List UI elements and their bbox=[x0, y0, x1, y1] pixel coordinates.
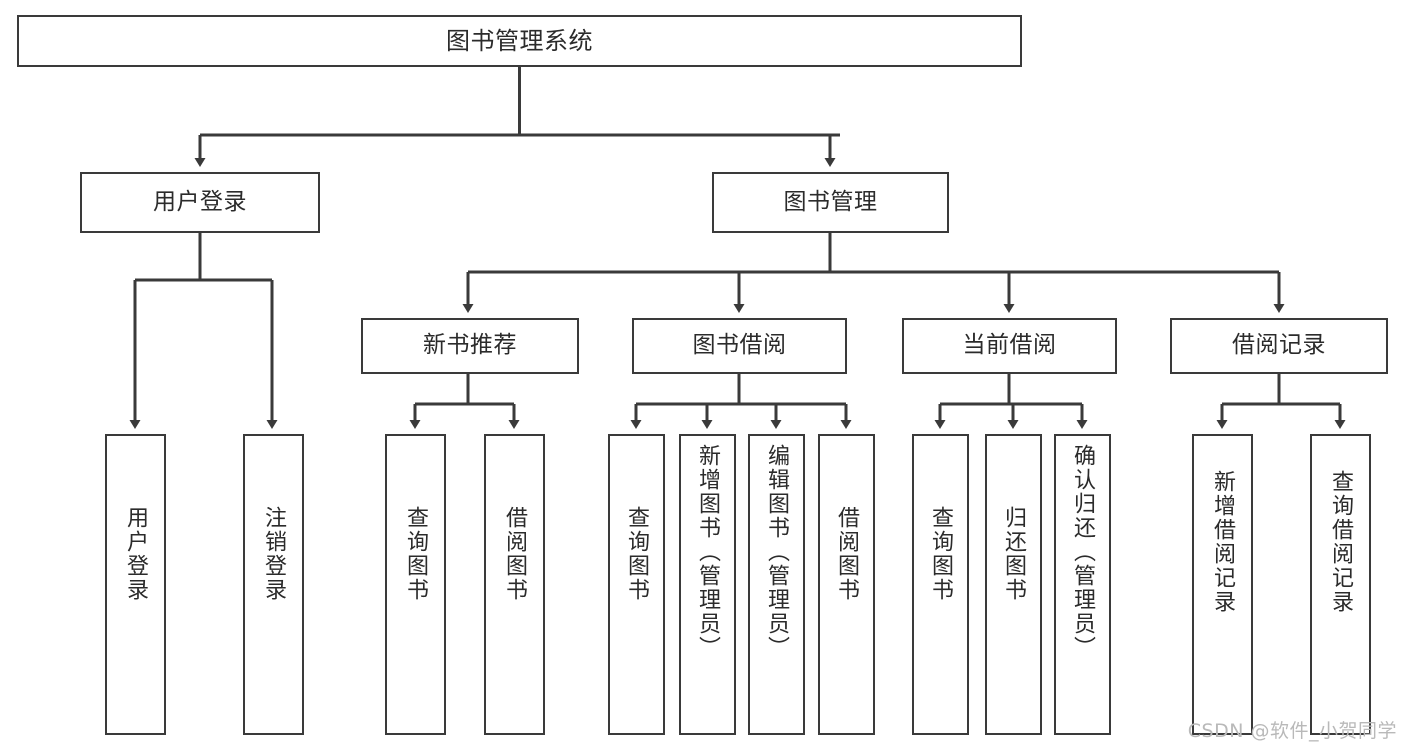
node-root-label: 图书管理系统 bbox=[446, 26, 593, 55]
node-user-login-label: 用户登录 bbox=[153, 188, 247, 215]
node-current-borrow[interactable]: 当前借阅 bbox=[902, 318, 1117, 374]
node-borrow-record-label: 借阅记录 bbox=[1232, 332, 1326, 359]
leaf-logout[interactable]: 注销登录 bbox=[243, 434, 304, 735]
leaf-add-book-label: 新增图书（管理员） bbox=[695, 444, 721, 660]
leaf-confirm-return[interactable]: 确认归还（管理员） bbox=[1054, 434, 1111, 735]
leaf-query-record[interactable]: 查询借阅记录 bbox=[1310, 434, 1371, 735]
leaf-add-record-label: 新增借阅记录 bbox=[1210, 470, 1236, 614]
leaf-add-record[interactable]: 新增借阅记录 bbox=[1192, 434, 1253, 735]
csdn-watermark: CSDN @软件_小贺同学 bbox=[1187, 720, 1397, 742]
leaf-query-book-2[interactable]: 查询图书 bbox=[608, 434, 665, 735]
leaf-borrow-book-1[interactable]: 借阅图书 bbox=[484, 434, 545, 735]
node-new-book-recommend[interactable]: 新书推荐 bbox=[361, 318, 579, 374]
leaf-return-book[interactable]: 归还图书 bbox=[985, 434, 1042, 735]
node-root[interactable]: 图书管理系统 bbox=[17, 15, 1022, 67]
leaf-return-book-label: 归还图书 bbox=[1001, 506, 1027, 602]
leaf-borrow-book-1-label: 借阅图书 bbox=[502, 506, 528, 602]
leaf-user-login-label: 用户登录 bbox=[123, 506, 149, 602]
node-borrow-record[interactable]: 借阅记录 bbox=[1170, 318, 1388, 374]
leaf-query-record-label: 查询借阅记录 bbox=[1328, 470, 1354, 614]
leaf-edit-book-label: 编辑图书（管理员） bbox=[764, 444, 790, 660]
leaf-borrow-book-2[interactable]: 借阅图书 bbox=[818, 434, 875, 735]
node-book-manage[interactable]: 图书管理 bbox=[712, 172, 949, 233]
leaf-borrow-book-2-label: 借阅图书 bbox=[834, 506, 860, 602]
leaf-add-book[interactable]: 新增图书（管理员） bbox=[679, 434, 736, 735]
leaf-query-book-1[interactable]: 查询图书 bbox=[385, 434, 446, 735]
leaf-query-book-1-label: 查询图书 bbox=[403, 506, 429, 602]
leaf-user-login[interactable]: 用户登录 bbox=[105, 434, 166, 735]
leaf-confirm-return-label: 确认归还（管理员） bbox=[1070, 444, 1096, 660]
leaf-query-book-3-label: 查询图书 bbox=[928, 506, 954, 602]
node-user-login[interactable]: 用户登录 bbox=[80, 172, 320, 233]
leaf-query-book-2-label: 查询图书 bbox=[624, 506, 650, 602]
leaf-logout-label: 注销登录 bbox=[261, 506, 287, 602]
node-new-book-recommend-label: 新书推荐 bbox=[423, 332, 517, 359]
node-book-manage-label: 图书管理 bbox=[783, 188, 878, 215]
node-current-borrow-label: 当前借阅 bbox=[962, 332, 1057, 359]
leaf-query-book-3[interactable]: 查询图书 bbox=[912, 434, 969, 735]
node-book-borrow[interactable]: 图书借阅 bbox=[632, 318, 847, 374]
leaf-edit-book[interactable]: 编辑图书（管理员） bbox=[748, 434, 805, 735]
node-book-borrow-label: 图书借阅 bbox=[692, 332, 787, 359]
